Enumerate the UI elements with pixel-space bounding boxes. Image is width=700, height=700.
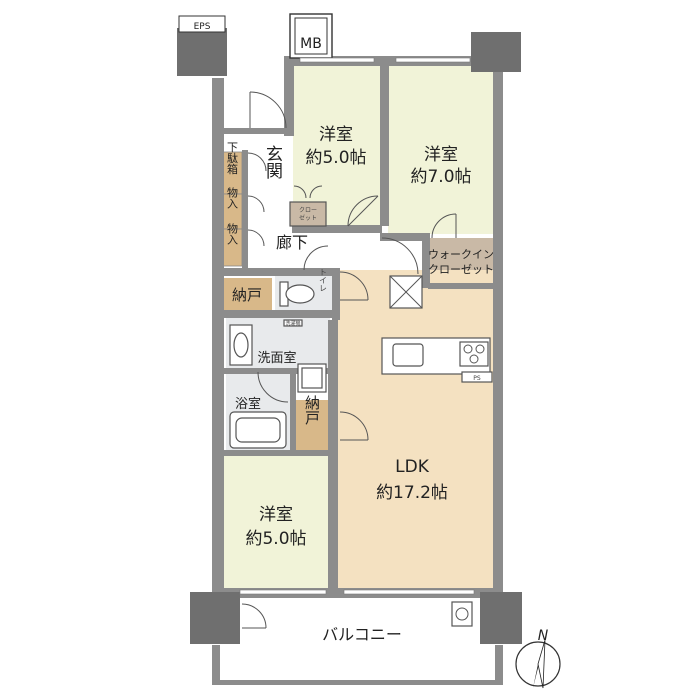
pillar-sw <box>190 592 240 644</box>
doors <box>241 91 457 629</box>
nando-2-floor <box>296 400 328 450</box>
ldk-floor <box>337 270 494 590</box>
room-nw-size: 約5.0帖 <box>305 148 366 168</box>
room-sw-floor <box>224 456 330 590</box>
bath-label: 浴室 <box>235 396 261 412</box>
window-top-2 <box>395 57 471 63</box>
room-nw-label: 洋室 <box>319 125 353 145</box>
closet-label-1: クロー <box>299 207 317 214</box>
storage-1-label: 物入 <box>226 186 239 209</box>
nando-1-label: 納戸 <box>232 286 262 304</box>
kitchen-sink <box>392 343 424 367</box>
mb-label: MB <box>300 36 322 52</box>
room-ne-size: 約7.0帖 <box>410 167 471 187</box>
north-arrow: N <box>515 628 561 689</box>
room-ne-floor <box>388 64 494 234</box>
shoe-box-label: 下駄箱 <box>226 142 239 176</box>
ps-label: PS <box>473 375 481 382</box>
pillar-se <box>480 592 522 644</box>
closet-label-2: ゼット <box>299 214 317 222</box>
mb-box <box>289 13 333 59</box>
pillar-ne <box>471 32 521 72</box>
walk-in-closet-label-1: ウォークイン <box>428 248 494 261</box>
window-bottom-2 <box>343 589 475 595</box>
north-label: N <box>538 628 549 644</box>
washer-label: 洗濯機 <box>285 320 300 327</box>
room-sw-label: 洋室 <box>259 505 293 525</box>
toilet-label: トイレ <box>319 268 328 292</box>
wash-basin <box>233 332 249 358</box>
ldk-size: 約17.2帖 <box>376 483 448 503</box>
nando-1-floor <box>222 278 272 310</box>
corridor-label: 廊下 <box>276 233 308 252</box>
washroom-label: 洗面室 <box>257 350 296 366</box>
room-ne-label: 洋室 <box>424 145 458 165</box>
ldk-label: LDK <box>395 457 430 477</box>
ps-box <box>461 371 493 383</box>
cooktop <box>459 341 489 367</box>
toilet-bowl <box>285 284 315 304</box>
pillar-nw <box>177 28 227 76</box>
balcony-tap-box <box>451 601 473 627</box>
walk-in-closet-label-2: クローゼット <box>428 263 494 276</box>
nando-2-label: 納戸 <box>303 395 321 425</box>
window-top-1 <box>299 57 375 63</box>
storage-2-label: 物入 <box>226 222 239 245</box>
genkan-label: 玄関 <box>262 145 282 179</box>
window-bottom-1 <box>239 589 327 595</box>
room-sw-size: 約5.0帖 <box>245 529 306 549</box>
eps-label: EPS <box>194 22 211 32</box>
washer-label-box <box>283 319 303 327</box>
balcony-label: バルコニー <box>322 625 402 644</box>
